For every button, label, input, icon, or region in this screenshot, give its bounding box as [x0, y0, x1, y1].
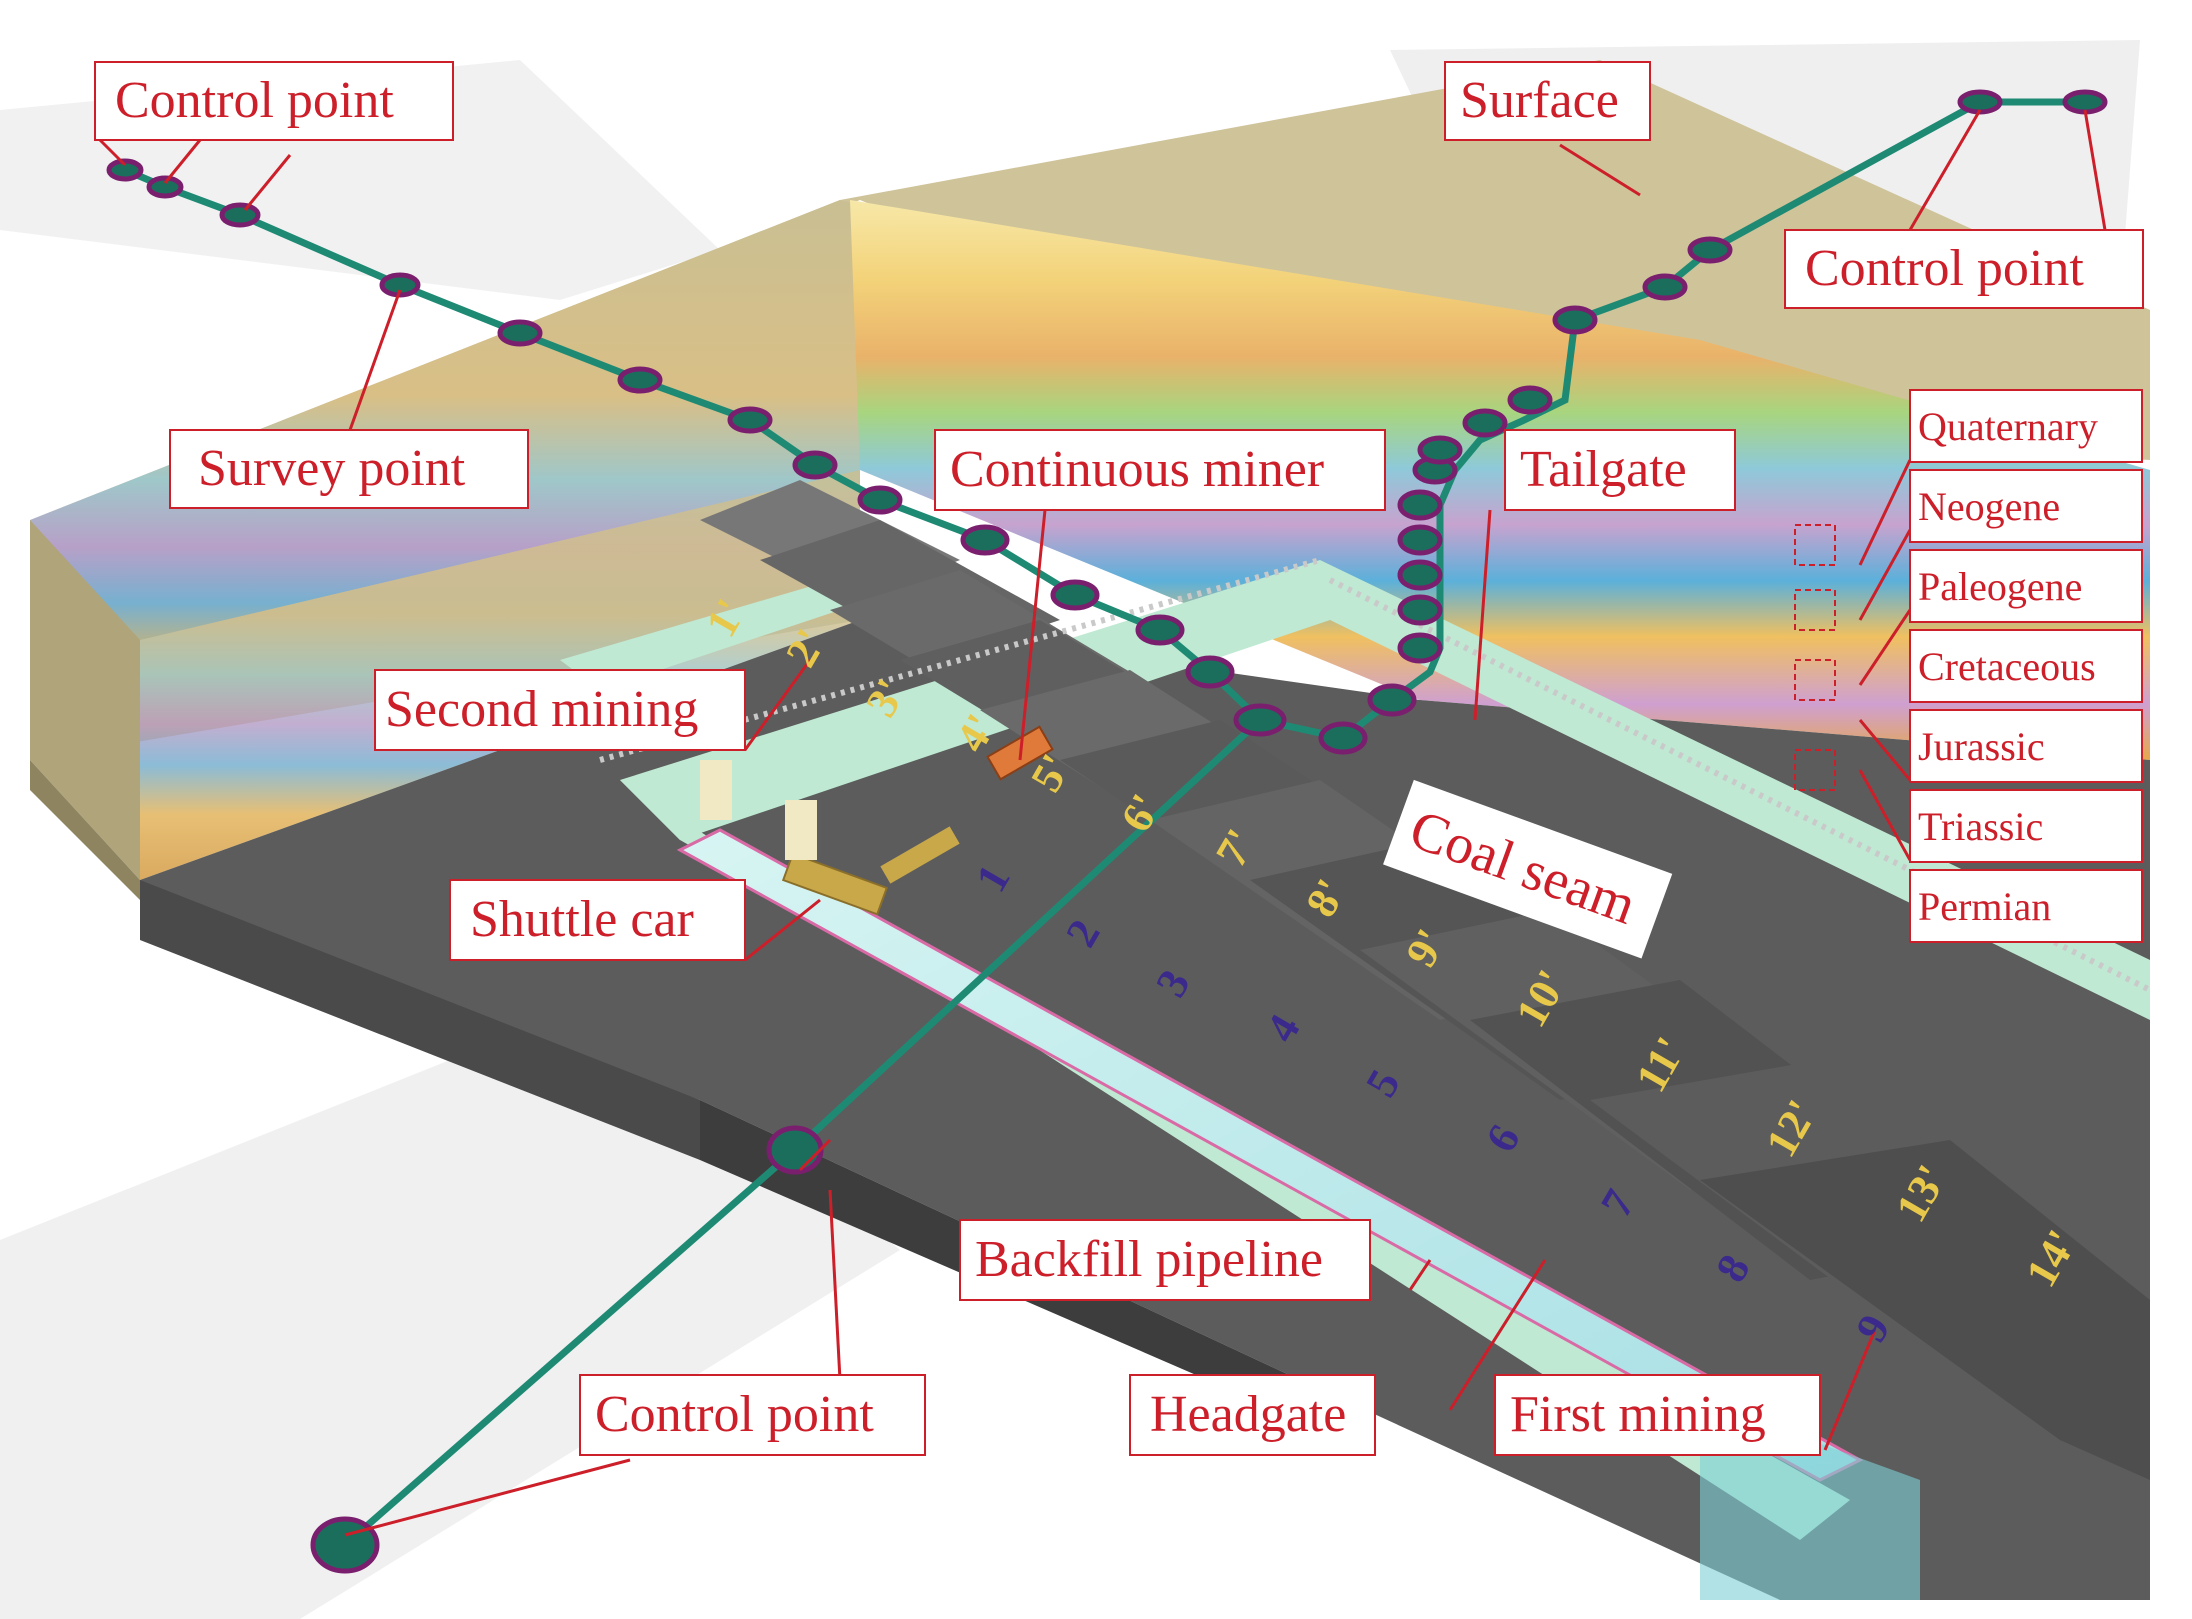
label-headgate: Headgate — [1150, 1386, 1346, 1443]
survey-traverse — [123, 98, 2085, 1548]
label-tailgate: Tailgate — [1520, 441, 1687, 498]
leader-lines — [98, 109, 2107, 1537]
stratum-neogene: Neogene — [1918, 484, 2060, 529]
stratum-quaternary: Quaternary — [1918, 404, 2098, 449]
label-second-mining: Second mining — [385, 681, 698, 738]
label-survey-point: Survey point — [198, 440, 466, 497]
label-control-point-top-left: Control point — [115, 72, 394, 129]
coal-panels — [599, 480, 2152, 1480]
stratum-permian: Permian — [1918, 884, 2051, 929]
callout-labels: Control point Surface Control point Surv… — [94, 61, 2144, 1456]
label-continuous-miner: Continuous miner — [950, 441, 1324, 498]
label-control-point-bottom: Control point — [595, 1386, 874, 1443]
shuttle-car-icon — [781, 852, 889, 916]
stratum-cretaceous: Cretaceous — [1918, 644, 2096, 689]
strata-labels: Quaternary Neogene Paleogene Cretaceous … — [1909, 389, 2143, 943]
label-backfill-pipeline: Backfill pipeline — [975, 1231, 1323, 1288]
stratum-triassic: Triassic — [1918, 804, 2043, 849]
stratum-jurassic: Jurassic — [1918, 724, 2045, 769]
label-first-mining: First mining — [1510, 1386, 1766, 1443]
strata-swatches — [1794, 524, 1836, 791]
label-surface: Surface — [1460, 72, 1619, 129]
label-control-point-top-right: Control point — [1805, 240, 2084, 297]
stratum-paleogene: Paleogene — [1918, 564, 2082, 609]
label-shuttle-car: Shuttle car — [470, 891, 694, 948]
